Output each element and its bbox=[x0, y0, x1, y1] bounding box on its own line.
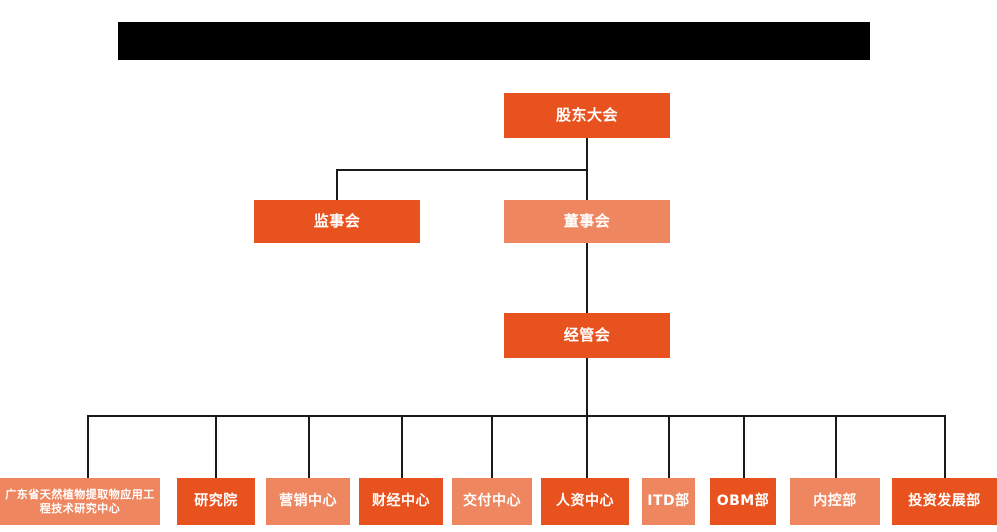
connector-to-board-of-directors bbox=[586, 169, 588, 200]
node-gd-plant-extract-center[interactable]: 广东省天然植物提取物应用工程技术研究中心 bbox=[0, 478, 160, 525]
node-board-of-supervisors[interactable]: 监事会 bbox=[254, 200, 420, 243]
node-obm-department[interactable]: OBM部 bbox=[710, 478, 776, 525]
node-label-itd-department: ITD部 bbox=[647, 492, 690, 509]
node-finance-center[interactable]: 财经中心 bbox=[359, 478, 443, 525]
node-board-of-directors[interactable]: 董事会 bbox=[504, 200, 670, 243]
connector-directors-to-management bbox=[586, 243, 588, 313]
connector-drop-marketing-center bbox=[308, 415, 310, 478]
node-label-delivery-center: 交付中心 bbox=[463, 492, 521, 509]
node-label-research-institute: 研究院 bbox=[194, 492, 238, 509]
node-label-finance-center: 财经中心 bbox=[372, 492, 430, 509]
connector-level2-bus bbox=[336, 169, 588, 171]
node-label-investment-development-department: 投资发展部 bbox=[908, 492, 981, 509]
node-marketing-center[interactable]: 营销中心 bbox=[266, 478, 350, 525]
node-itd-department[interactable]: ITD部 bbox=[642, 478, 695, 525]
connector-drop-finance-center bbox=[401, 415, 403, 478]
connector-departments-bus bbox=[87, 415, 945, 417]
connector-management-down bbox=[586, 358, 588, 416]
connector-drop-gd-plant-extract-center bbox=[87, 415, 89, 478]
node-label-marketing-center: 营销中心 bbox=[279, 492, 337, 509]
connector-drop-research-institute bbox=[215, 415, 217, 478]
node-label-internal-control-department: 内控部 bbox=[813, 492, 857, 509]
node-shareholders-meeting[interactable]: 股东大会 bbox=[504, 93, 670, 138]
node-research-institute[interactable]: 研究院 bbox=[177, 478, 255, 525]
node-label-shareholders-meeting: 股东大会 bbox=[555, 106, 618, 125]
connector-shareholders-down bbox=[586, 138, 588, 170]
connector-drop-internal-control-department bbox=[835, 415, 837, 478]
node-label-board-of-supervisors: 监事会 bbox=[313, 212, 361, 231]
node-internal-control-department[interactable]: 内控部 bbox=[790, 478, 880, 525]
connector-drop-investment-development-department bbox=[944, 415, 946, 478]
node-label-obm-department: OBM部 bbox=[716, 492, 770, 509]
node-management-committee[interactable]: 经管会 bbox=[504, 313, 670, 358]
node-label-gd-plant-extract-center: 广东省天然植物提取物应用工程技术研究中心 bbox=[5, 487, 155, 515]
redacted-title-bar bbox=[118, 22, 870, 60]
connector-drop-delivery-center bbox=[491, 415, 493, 478]
node-hr-center[interactable]: 人资中心 bbox=[541, 478, 629, 525]
node-label-board-of-directors: 董事会 bbox=[563, 212, 611, 231]
node-delivery-center[interactable]: 交付中心 bbox=[452, 478, 532, 525]
node-label-management-committee: 经管会 bbox=[563, 326, 611, 345]
connector-drop-obm-department bbox=[743, 415, 745, 478]
node-investment-development-department[interactable]: 投资发展部 bbox=[892, 478, 997, 525]
node-label-hr-center: 人资中心 bbox=[556, 492, 614, 509]
connector-drop-itd-department bbox=[668, 415, 670, 478]
connector-to-board-of-supervisors bbox=[336, 169, 338, 200]
connector-drop-hr-center bbox=[586, 415, 588, 478]
